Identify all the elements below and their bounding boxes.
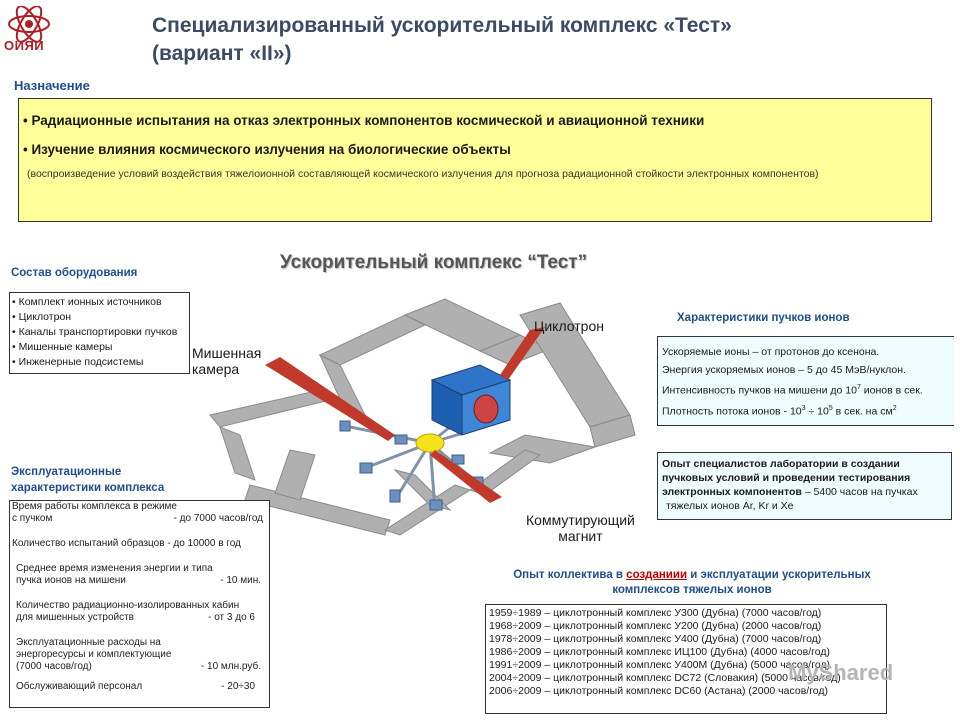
beam-box: Ускоряемые ионы – от протонов до ксенона… [657,336,954,426]
ops-value: - 10 мин. [220,575,261,586]
pointer-arrows [265,327,545,503]
experience-line: пучковых условий и проведении тестирован… [662,472,911,484]
equipment-item: • Мишенные камеры [12,341,113,353]
history-row: 1991÷2009 – циклотронный комплекс У400М … [489,659,831,671]
ops-label: Обслуживающий персонал [16,681,143,692]
history-row: 2004÷2009 – циклотронный комплекс DC72 (… [489,672,841,684]
ops-text: Количество радиационно-изолированных каб… [16,600,240,611]
diagram-title: Ускорительный комплекс “Тест” [280,252,588,273]
switching-magnet-label-line-2: магнит [558,528,603,544]
ops-text: Время работы комплекса в режиме [12,501,177,512]
logo-text: ОИЯИ [4,38,45,53]
team-heading-text: и эксплуатации ускорительных [687,569,871,581]
title-line-1: Специализированный ускорительный комплек… [152,14,732,37]
ops-value: - до 7000 часов/год [173,513,263,524]
page-title: Специализированный ускорительный комплек… [152,12,912,68]
atom-logo-icon [8,5,50,43]
history-row: 1986÷2009 – циклотронный комплекс ИЦ100 … [489,646,830,658]
equipment-item: • Циклотрон [12,311,72,323]
beam-text: Интенсивность пучков на мишени до 10 [662,384,857,397]
ops-value: - от 3 до 6 [208,612,255,623]
team-heading-line-2: комплексов тяжелых ионов [612,584,772,596]
experience-text: – 5400 часов на пучках [801,486,918,498]
operations-box: Время работы комплекса в режиме с пучком… [9,500,270,708]
switching-magnet-label-line-1: Коммутирующий [526,512,635,528]
equipment-item: • Комплект ионных источников [12,296,162,308]
history-row: 1968÷2009 – циклотронный комплекс У200 (… [489,620,822,632]
beam-exponent: 7 [856,384,861,391]
ops-text: энергоресурсы и комплектующие [16,649,172,660]
title-line-2: (вариант «II») [152,42,292,65]
ops-label: пучка ионов на мишени [16,575,126,586]
team-heading: Опыт коллектива в созданиии и эксплуатац… [487,568,897,598]
beam-text: Плотность потока ионов - 10 [662,405,802,417]
team-heading-highlight: созданиии [626,569,688,581]
watermark: MyShared [788,660,893,686]
beam-line: Интенсивность пучков на мишени до 107 ио… [662,379,950,400]
cyclotron-history-box: 1959÷1989 – циклотронный комплекс У300 (… [485,604,887,714]
history-row: 2006÷2009 – циклотронный комплекс DC60 (… [489,685,829,697]
beam-line: Энергия ускоряемых ионов – 5 до 45 МэВ/н… [662,364,906,376]
target-chamber-label: Мишенная камера [192,345,261,377]
purpose-box: • Радиационные испытания на отказ электр… [18,98,932,222]
purpose-bullet-2: • Изучение влияния космического излучени… [23,142,511,157]
equipment-item: • Инженерные подсистемы [12,356,144,368]
purpose-note: (воспроизведение условий воздействия тяж… [27,168,819,180]
operations-heading: Эксплуатационные характеристики комплекс… [11,464,164,496]
purpose-bullet-1: • Радиационные испытания на отказ электр… [23,113,705,128]
beam-heading: Характеристики пучков ионов [677,312,850,324]
experience-box: Опыт специалистов лаборатории в создании… [657,452,952,520]
ops-text: Среднее время изменения энергии и типа [16,563,213,574]
ops-label: с пучком [12,513,53,524]
logo [6,5,52,54]
ops-label: (7000 часов/год) [16,661,92,672]
experience-bold: электронных компонентов [662,486,802,498]
experience-line: тяжелых ионов Ar, Kr и Xe [666,500,794,512]
history-row: 1978÷2009 – циклотронный комплекс У400 (… [489,633,822,645]
experience-line: Опыт специалистов лаборатории в создании [662,458,900,470]
history-row: 1959÷1989 – циклотронный комплекс У300 (… [489,607,822,619]
switching-magnet-label: Коммутирующий магнит [526,512,635,544]
cyclotron-unit [430,364,512,436]
beam-exponent: 5 [828,404,833,412]
beam-text: в сек. на см [832,405,893,417]
experience-line: электронных компонентов – 5400 часов на … [662,485,947,499]
ops-value: - 20÷30 [221,681,255,692]
beam-line: Ускоряемые ионы – от протонов до ксенона… [662,346,880,358]
accelerator-diagram [209,298,636,536]
switching-magnet [415,433,445,453]
ops-text: Количество испытаний образцов - до 10000… [12,538,241,549]
ops-text: Эксплуатационные расходы на [16,637,161,648]
beam-line: Плотность потока ионов - 103 ÷ 105 в сек… [662,400,950,421]
beam-text: ионов в сек. [860,384,923,397]
operations-heading-line-2: характеристики комплекса [11,482,165,494]
beam-exponent: 3 [801,404,806,412]
building-walls [209,298,636,536]
beam-exponent: 2 [892,404,897,412]
ops-label: для мишенных устройств [16,612,134,623]
target-chamber-label-line-1: Мишенная [192,345,262,361]
ops-value: - 10 млн.руб. [200,661,261,672]
purpose-heading: Назначение [14,78,90,93]
cyclotron-label: Циклотрон [534,318,604,334]
team-heading-text: Опыт коллектива в [513,569,627,581]
equipment-item: • Каналы транспортировки пучков [12,326,178,338]
equipment-box: • Комплект ионных источников • Циклотрон… [9,292,190,374]
target-chamber-label-line-2: камера [192,361,240,377]
watermark-text: MyShared [788,660,894,685]
beam-text: ÷ 10 [805,405,829,417]
equipment-heading: Состав оборудования [11,267,138,279]
operations-heading-line-1: Эксплуатационные [11,466,122,478]
